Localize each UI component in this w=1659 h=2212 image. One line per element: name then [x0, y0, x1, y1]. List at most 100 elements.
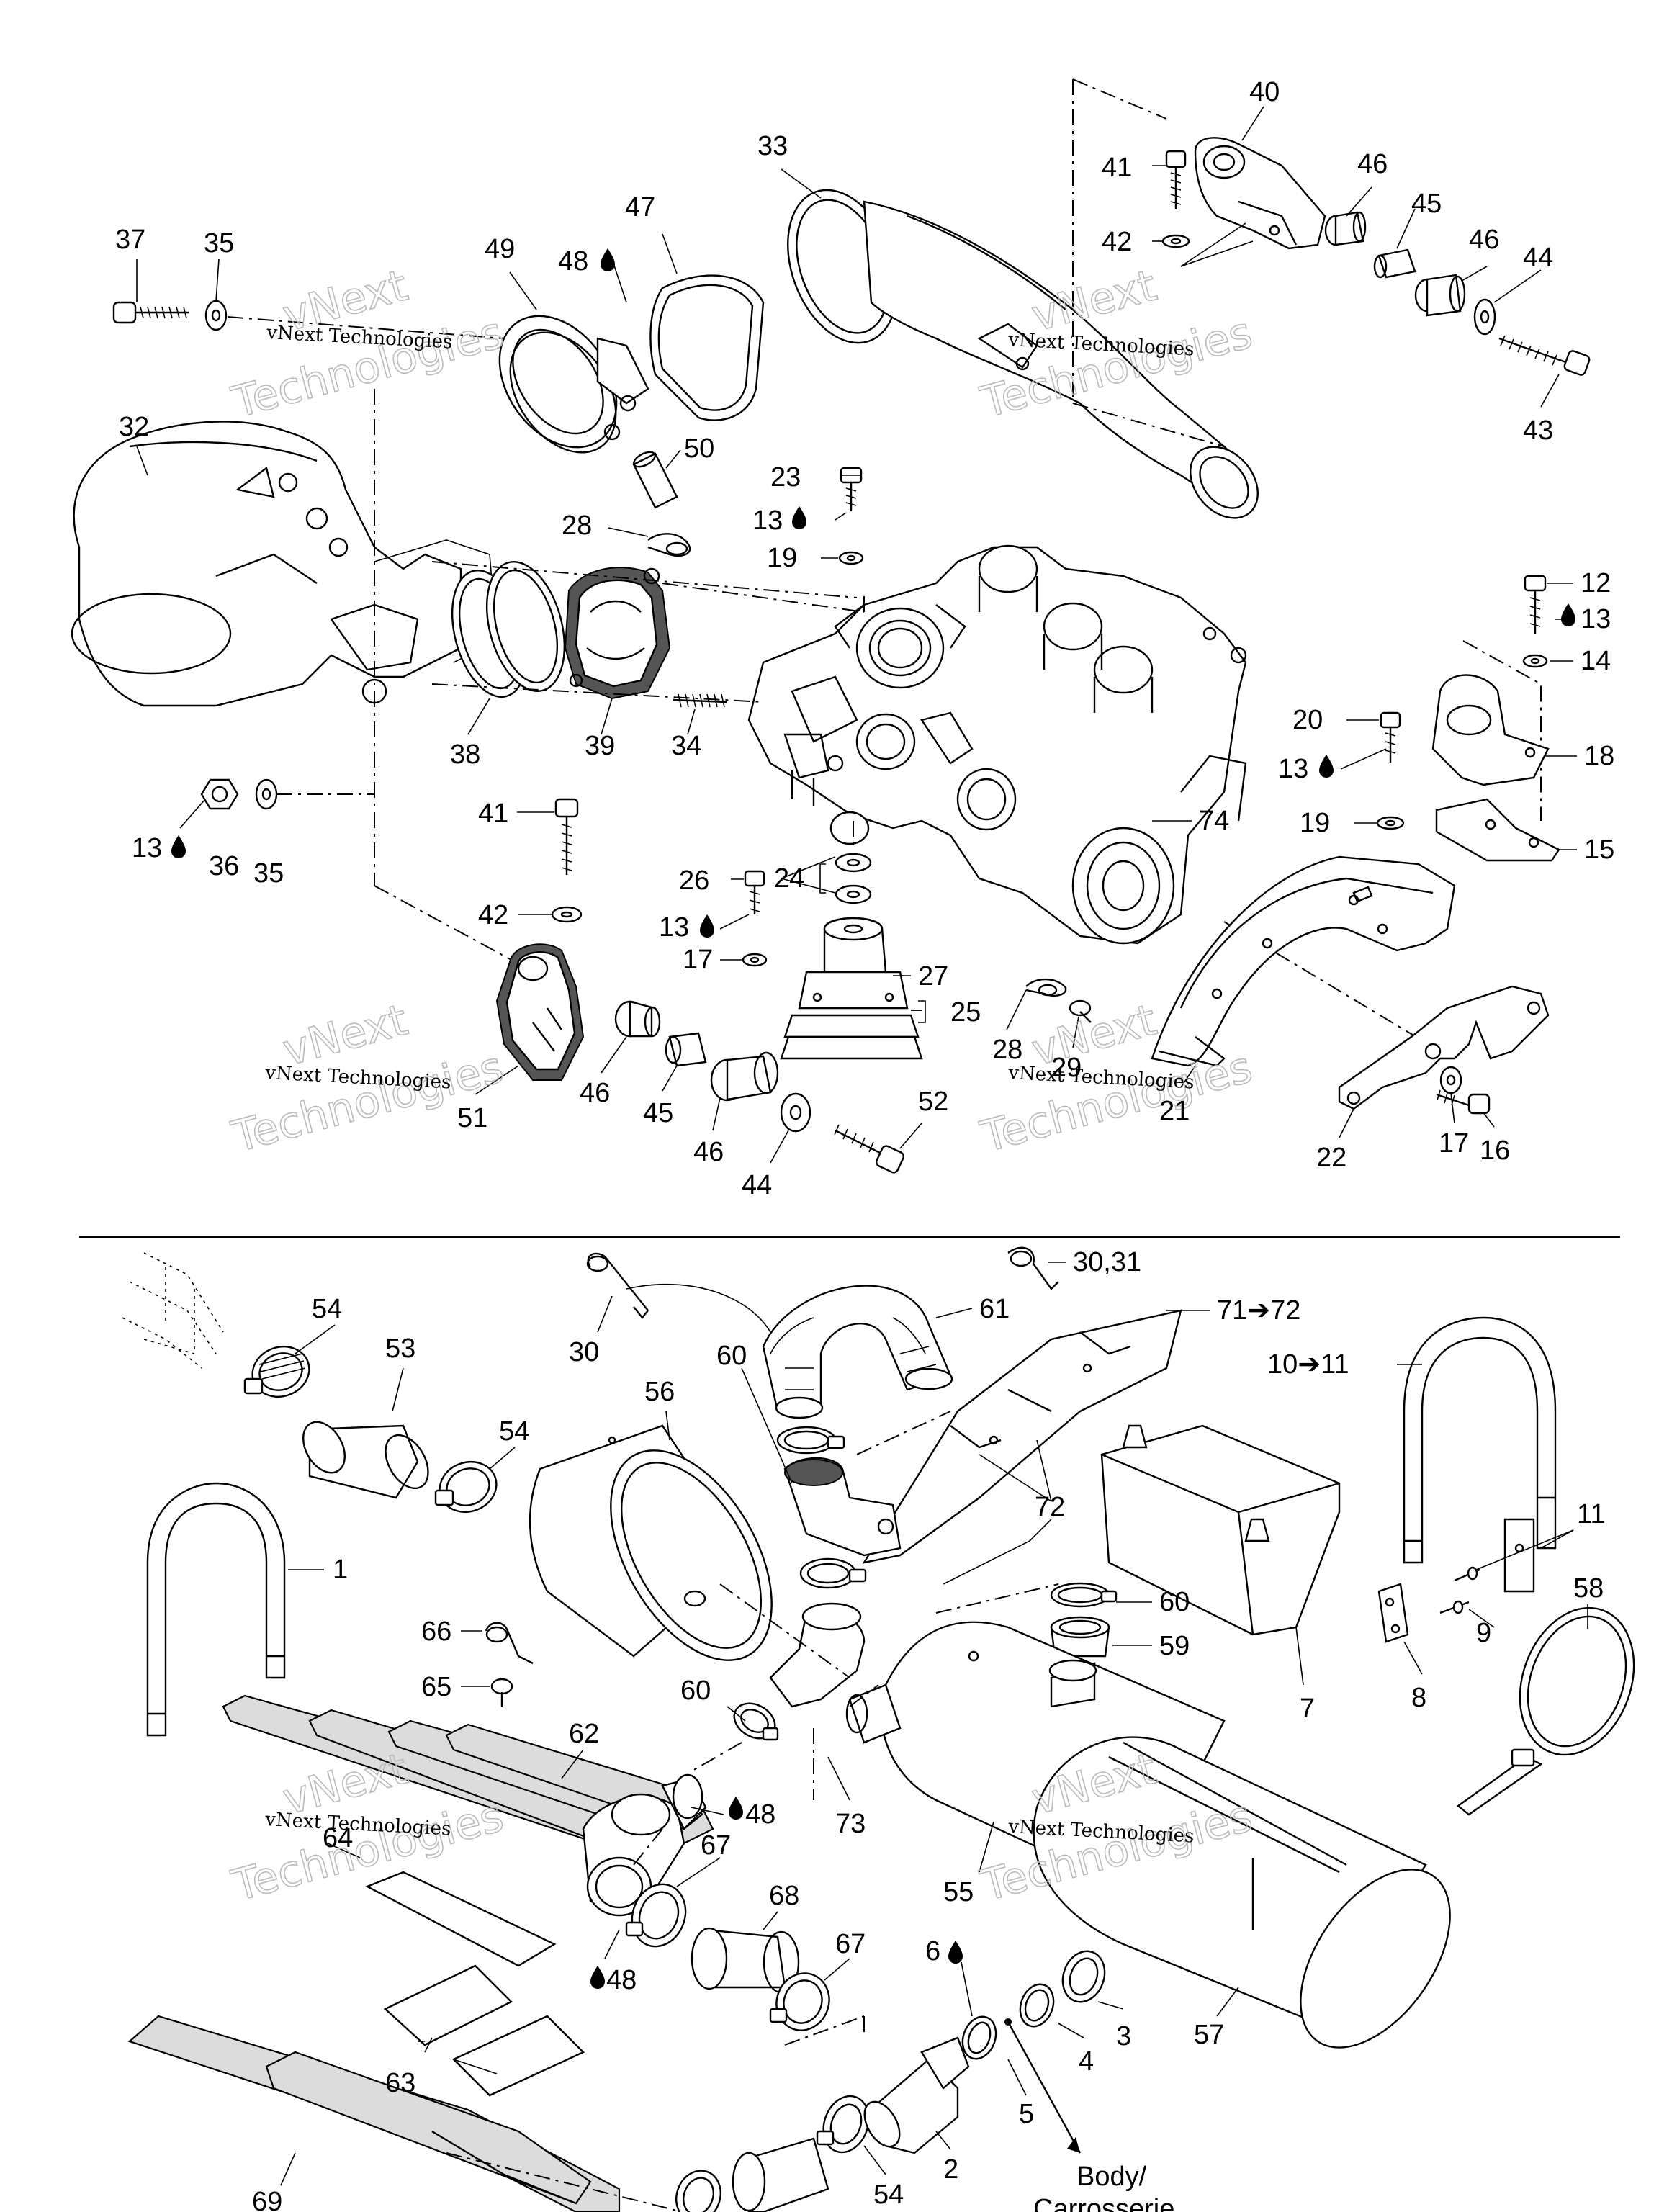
callout-label: 50	[684, 433, 714, 464]
callout-label: 13	[1581, 604, 1611, 634]
mount-27	[798, 917, 909, 1010]
clamp-54-bottom-b	[816, 2095, 870, 2154]
callouts-top: 37 35 49 48 47 33 40 41 42 46 45 46 44 4…	[115, 77, 1614, 1200]
svg-text:Technologies: Technologies	[227, 1042, 508, 1163]
guard-21	[1151, 855, 1456, 1067]
callout-label: 60	[716, 1341, 747, 1371]
coupling-53	[302, 1421, 429, 1499]
callout-label: 35	[204, 228, 234, 258]
bushing-46-top-a	[1324, 211, 1367, 246]
bolt-37	[112, 301, 189, 324]
plate-15	[1435, 798, 1560, 862]
buckle-8	[1377, 1583, 1409, 1643]
tank-7	[1100, 1424, 1341, 1636]
drop-icon	[1319, 755, 1334, 778]
callout-label: 8	[1411, 1683, 1426, 1713]
ring-5	[961, 2015, 997, 2060]
washer-42-top	[1161, 234, 1190, 248]
bolt-16	[1436, 1089, 1491, 1115]
callout-label: 13	[659, 912, 689, 943]
callout-label: 30	[569, 1337, 599, 1367]
callout-label: 56	[644, 1377, 675, 1407]
nut-3	[1061, 1950, 1106, 2003]
pad-64	[365, 1871, 557, 1967]
callout-label: 13	[752, 505, 783, 536]
callouts-bottom: 54 53 30 30,31 61 71➔72 60 56 54 10➔11 7…	[252, 1247, 1605, 2212]
drop-icon	[729, 1797, 743, 1820]
cable-tie-58	[1457, 1606, 1635, 1816]
callout-label: 48	[745, 1799, 775, 1830]
callout-label: 24	[774, 863, 804, 894]
heat-shield-69	[127, 2015, 621, 2212]
washers-24	[835, 853, 872, 904]
bushing-46-lower-b	[710, 1051, 779, 1102]
callout-label: 17	[1439, 1128, 1469, 1159]
callout-label: 17	[683, 945, 713, 975]
arrow-label-carrosserie: Carrosserie	[1033, 2194, 1174, 2212]
callout-label: 60	[680, 1676, 711, 1706]
callout-label: 23	[770, 462, 801, 493]
callout-label: 30,31	[1073, 1247, 1141, 1277]
clamp-54-bottom-a	[675, 2170, 721, 2212]
clamp-60-b	[799, 1557, 867, 1589]
strap-10	[1403, 1316, 1557, 1564]
coupling-59	[1050, 1616, 1110, 1658]
bolt-12	[1524, 575, 1547, 634]
engine-outline-dotted	[122, 1252, 224, 1369]
adapter-39	[564, 567, 671, 700]
callout-label: 6	[925, 1936, 940, 1966]
callout-label: 45	[1411, 189, 1442, 219]
screw-29	[1069, 999, 1092, 1023]
callout-label: 32	[119, 412, 149, 442]
callout-label: 53	[385, 1334, 415, 1364]
pin-11	[1454, 1566, 1480, 1582]
callout-label: 21	[1159, 1096, 1190, 1126]
callout-label: 37	[115, 225, 145, 255]
callout-label: 41	[478, 799, 508, 829]
pads-63	[383, 1964, 585, 2097]
callout-label: 1	[333, 1555, 348, 1585]
washer-35-lower	[255, 778, 278, 810]
callout-label: 72	[1035, 1492, 1065, 1522]
callout-label: 48	[558, 246, 588, 276]
callout-label: 39	[585, 731, 615, 761]
callout-label: 12	[1581, 568, 1611, 598]
callout-label: 59	[1159, 1631, 1190, 1661]
heat-shield-71	[862, 1309, 1182, 1564]
callout-label: 35	[253, 858, 284, 889]
gasket-47	[649, 274, 765, 421]
ring-4	[1019, 1983, 1055, 2028]
callout-label: 42	[478, 900, 508, 930]
callout-label: 54	[312, 1294, 342, 1324]
callout-label: 64	[323, 1823, 353, 1853]
bolt-41-lower	[554, 798, 579, 875]
tie-66	[485, 1622, 534, 1665]
stud-34	[673, 693, 728, 708]
bolt-23	[840, 467, 863, 511]
washer-19-top	[838, 551, 864, 565]
elbow-pipe-lower	[769, 1602, 866, 1708]
callout-label: 9	[1476, 1618, 1491, 1648]
callout-label: 40	[1249, 77, 1280, 107]
clamp-60-d	[1050, 1582, 1118, 1608]
engine-mount-18	[1431, 674, 1550, 786]
sleeve-50	[632, 451, 678, 509]
muffler-57	[1033, 1736, 1451, 2049]
callout-label: 46	[580, 1078, 610, 1108]
callout-label: 61	[979, 1294, 1010, 1324]
callout-label: 19	[767, 543, 797, 573]
callout-label: 28	[992, 1035, 1022, 1065]
callout-label: 10➔11	[1267, 1349, 1349, 1380]
callout-label: 26	[679, 866, 709, 896]
clamp-67-b	[769, 1972, 830, 2031]
drop-icon	[700, 914, 714, 938]
screw-65	[490, 1678, 513, 1707]
callout-label: 43	[1523, 415, 1553, 446]
callout-label: 67	[835, 1929, 866, 1959]
bracket-51	[495, 943, 585, 1081]
bolt-41-top	[1165, 150, 1187, 209]
callout-label: 44	[1523, 243, 1553, 273]
callout-label: 27	[918, 961, 948, 992]
callout-label: 34	[671, 731, 701, 761]
